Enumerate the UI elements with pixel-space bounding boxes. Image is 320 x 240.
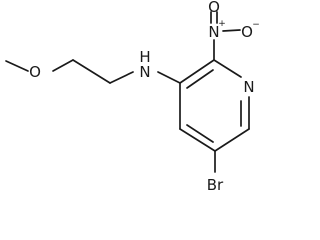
molecule-drawing: O N H N N + O O − Br bbox=[5, 0, 260, 194]
bond-ch2-nh bbox=[109, 71, 134, 84]
structure-canvas: O N H N N + O O − Br bbox=[5, 0, 260, 194]
atom-n-amine: N bbox=[139, 63, 150, 81]
atom-o-nitro-right: O bbox=[241, 23, 253, 41]
bond-c3-c2 bbox=[179, 59, 215, 84]
bond-c3-c2-double bbox=[186, 69, 214, 89]
atom-n-ring: N bbox=[243, 78, 254, 96]
atom-o-nitro-top: O bbox=[208, 0, 220, 16]
bond-c6-c5 bbox=[214, 128, 250, 152]
nitro-n-charge: + bbox=[218, 19, 226, 29]
bond-c2-n1 bbox=[213, 59, 242, 78]
nitro-o-charge: − bbox=[252, 20, 260, 30]
bond-c5-c4-double bbox=[186, 124, 214, 143]
bond-nh-c3 bbox=[157, 71, 181, 84]
bond-oxygen-ch2 bbox=[52, 59, 74, 72]
atom-h-amine: H bbox=[139, 48, 150, 66]
bond-ch2-ch2 bbox=[72, 59, 111, 84]
atom-br: Br bbox=[207, 176, 224, 194]
bond-nitro-o-right bbox=[222, 29, 241, 32]
atom-labels: O N H N N + O O − Br bbox=[29, 0, 260, 194]
atom-n-nitro: N bbox=[208, 23, 219, 41]
bond-methyl-oxygen bbox=[5, 60, 29, 72]
atom-o-ether: O bbox=[29, 63, 41, 81]
bonds bbox=[5, 11, 250, 173]
bond-c5-c4 bbox=[179, 128, 216, 152]
